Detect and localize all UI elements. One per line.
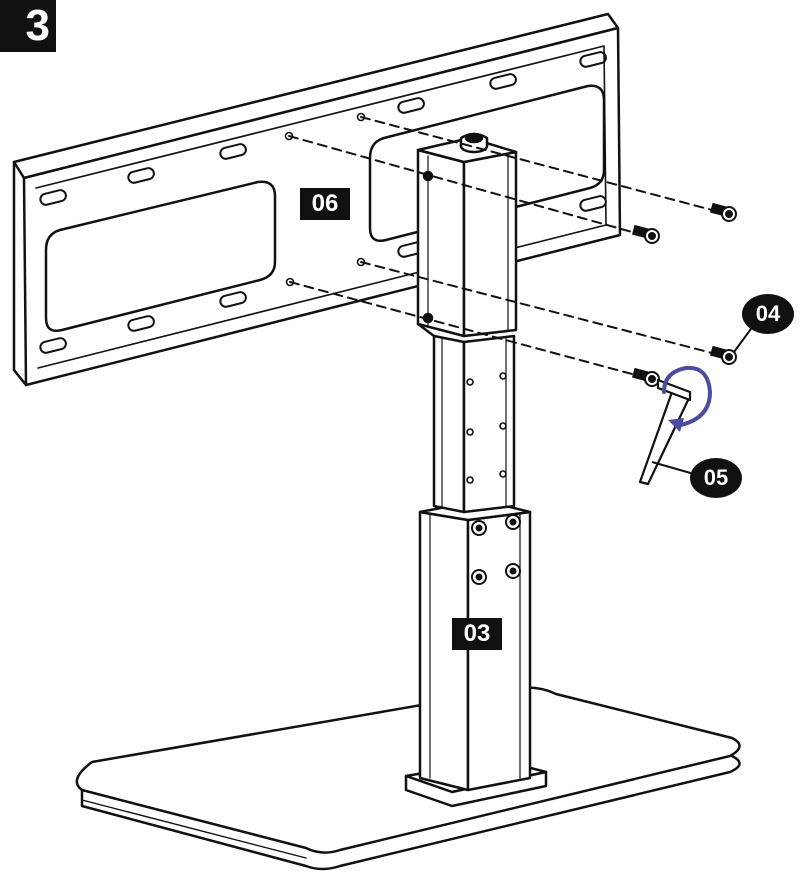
bolt-paths [288,116,713,375]
leader-lines [651,321,757,475]
part-label-screws: 04 [742,294,794,334]
upper-bracket [416,132,518,338]
screw [632,367,660,387]
screw [632,224,660,244]
screw [710,202,737,222]
screw [710,345,737,365]
middle-column [432,334,516,514]
column-bolts [471,514,521,585]
rotation-arrow-icon [662,365,713,432]
part-label-hex-key: 05 [690,458,742,498]
lower-column [418,498,532,792]
part-label-wall-plate: 06 [300,188,350,220]
part-label-column: 03 [452,618,502,650]
step-number-badge: 3 [0,0,56,52]
screws [632,202,737,387]
column-holes [466,372,507,484]
base-plate [75,686,741,871]
hex-key [638,378,692,486]
